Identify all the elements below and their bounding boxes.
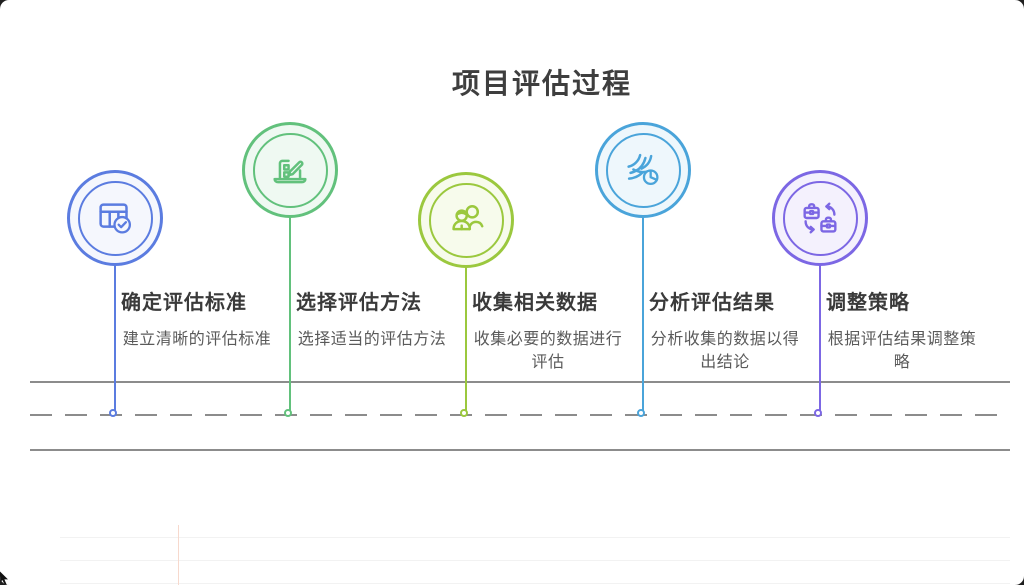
step-1-connector-line (114, 264, 116, 411)
step-3-text: 收集相关数据 收集必要的数据进行评估 (472, 286, 624, 374)
step-1-title: 确定评估标准 (121, 292, 247, 314)
briefcase-swap-icon (803, 202, 837, 234)
step-4-connector-line (642, 216, 644, 411)
step-2-title: 选择评估方法 (296, 292, 422, 314)
step-2-connector-line (289, 216, 291, 411)
step-4-circle (595, 122, 691, 218)
timeline-bottom-line (30, 449, 1010, 451)
timeline-dashed-line (30, 414, 1010, 416)
step-2-text: 选择评估方法 选择适当的评估方法 (296, 286, 448, 351)
table-check-icon (99, 203, 132, 234)
step-3-connector-line (465, 266, 467, 411)
background-grid-line (60, 560, 1010, 561)
step-4-description: 分析收集的数据以得出结论 (650, 331, 800, 372)
laptop-edit-icon (273, 159, 307, 184)
step-3-title: 收集相关数据 (472, 292, 598, 314)
step-5-connector-line (819, 264, 821, 411)
timeline-top-line (30, 381, 1010, 383)
step-3-connector-dot (460, 409, 468, 417)
step-2-description: 选择适当的评估方法 (297, 331, 447, 348)
step-5-title: 调整策略 (826, 292, 910, 314)
step-4-connector-dot (637, 409, 645, 417)
step-1-description: 建立清晰的评估标准 (122, 331, 272, 348)
step-5-text: 调整策略 根据评估结果调整策略 (826, 286, 978, 374)
step-5-circle (772, 170, 868, 266)
step-4-text: 分析评估结果 分析收集的数据以得出结论 (649, 286, 801, 374)
background-grid-vline (178, 525, 179, 585)
step-1-text: 确定评估标准 建立清晰的评估标准 (121, 286, 273, 351)
background-grid-line (60, 537, 1010, 538)
step-3-description: 收集必要的数据进行评估 (473, 331, 623, 372)
step-2-circle (242, 122, 338, 218)
step-4-title: 分析评估结果 (649, 292, 775, 314)
users-icon (452, 205, 484, 231)
step-5-connector-dot (814, 409, 822, 417)
step-2-connector-dot (284, 409, 292, 417)
step-5-description: 根据评估结果调整策略 (827, 331, 977, 372)
page-title: 项目评估过程 (451, 68, 633, 99)
step-1-connector-dot (109, 409, 117, 417)
step-3-circle (418, 172, 514, 268)
background-grid-line (60, 583, 1010, 584)
mouse-cursor (0, 570, 10, 585)
wind-pie-icon (627, 153, 659, 186)
step-1-circle (67, 170, 163, 266)
